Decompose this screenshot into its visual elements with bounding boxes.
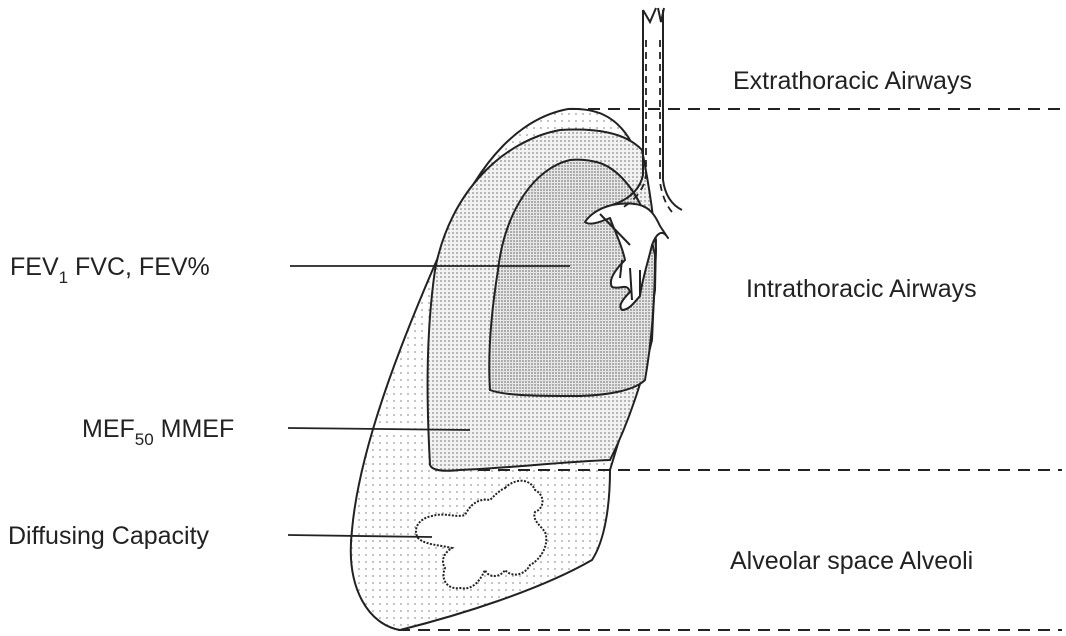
region-alveolar-space: Alveolar space Alveoli — [730, 547, 973, 575]
region-extrathoracic-airways: Extrathoracic Airways — [733, 67, 972, 95]
region-intrathoracic-airways: Intrathoracic Airways — [746, 275, 977, 303]
label-mef50-mmef: MEF50 MMEF — [82, 415, 234, 449]
label-diffusing-capacity: Diffusing Capacity — [8, 522, 210, 550]
label-fev1-fvc-fev: FEV1 FVC, FEV% — [10, 253, 210, 287]
